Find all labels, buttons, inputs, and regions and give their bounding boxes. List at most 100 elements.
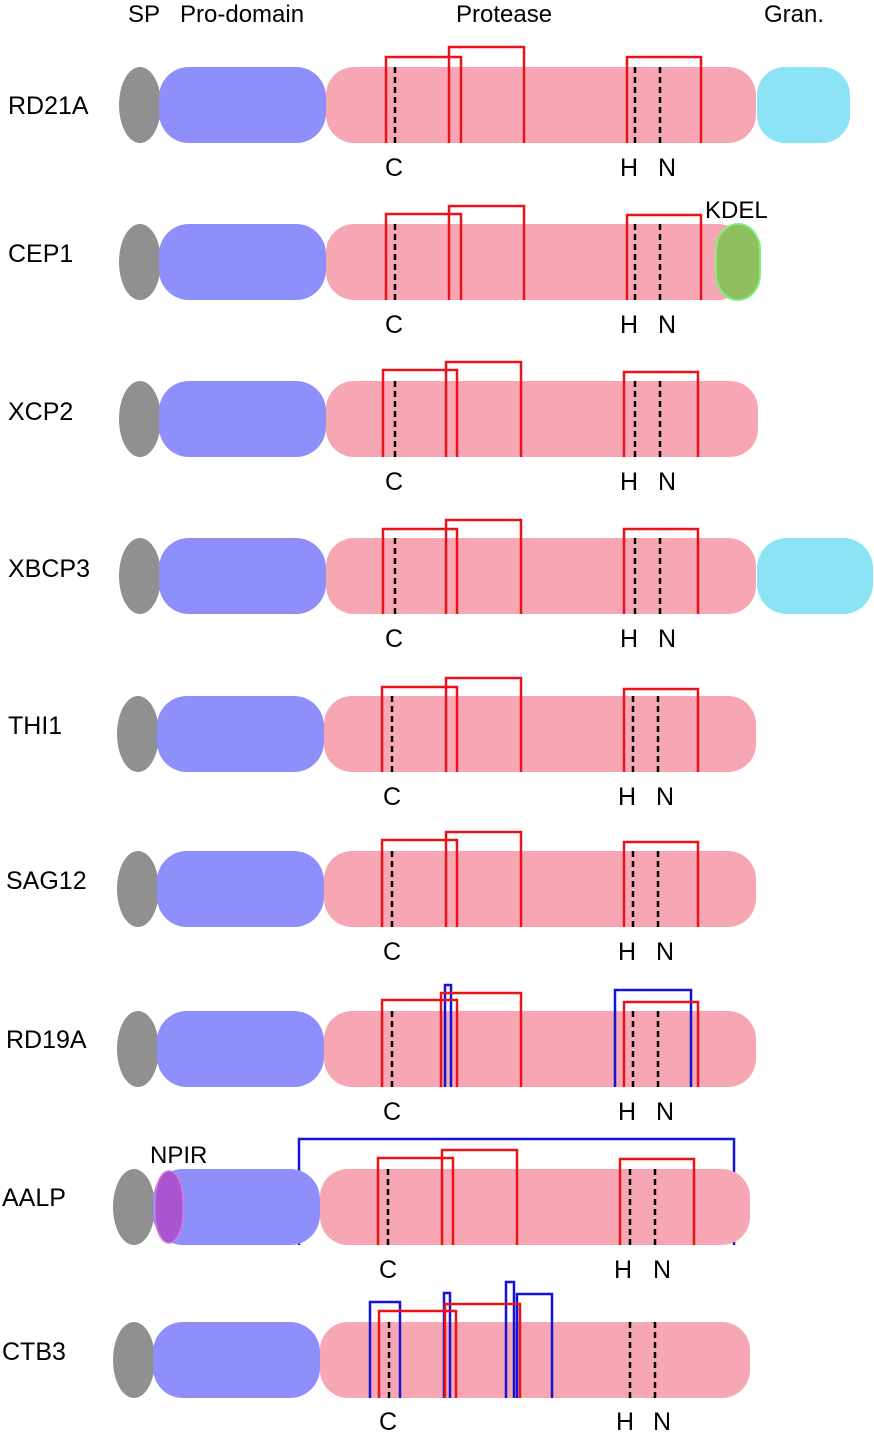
disulfide-bridge: [380, 838, 459, 927]
prodomain: [157, 851, 324, 927]
residue-asn: N: [653, 1256, 671, 1284]
disulfide-bridge: [377, 1309, 458, 1398]
npir-motif: [154, 1170, 184, 1244]
protein-row-cep1: CEP1 KDEL C H N: [8, 197, 768, 339]
residue-cys: C: [385, 154, 403, 182]
disulfide-bridge: [625, 213, 703, 300]
protein-name: XCP2: [8, 398, 73, 426]
residue-cys: C: [385, 625, 403, 653]
disulfide-bridge: [381, 527, 459, 614]
disulfide-bridge: [444, 676, 523, 772]
signal-peptide: [117, 696, 159, 772]
disulfide-bridge: [380, 998, 459, 1087]
residue-his: H: [620, 625, 638, 653]
header-granulin: Gran.: [764, 1, 824, 28]
disulfide-bridge: [447, 45, 526, 143]
residue-asn: N: [658, 468, 676, 496]
active-site-markers: [390, 851, 660, 927]
protease-domain: [320, 1322, 750, 1398]
disulfide-bridges: [380, 676, 700, 772]
residue-cys: C: [383, 783, 401, 811]
active-site-markers: [386, 1169, 657, 1245]
residue-his: H: [620, 311, 638, 339]
protease-domain: [326, 538, 756, 614]
residue-cys: C: [379, 1408, 397, 1434]
disulfide-bridges: [384, 45, 703, 143]
extra-disulfide-bridges: [443, 983, 693, 1087]
disulfide-bridge: [618, 1157, 696, 1245]
header-protease: Protease: [456, 1, 552, 28]
disulfide-bridges: [381, 360, 700, 457]
disulfide-bridge: [443, 1302, 522, 1398]
protein-row-xcp2: XCP2 C H N: [8, 360, 758, 496]
disulfide-bridge: [440, 1148, 519, 1245]
disulfide-bridge: [622, 527, 700, 614]
prodomain: [153, 1322, 320, 1398]
prodomain: [153, 1169, 320, 1245]
signal-peptide: [119, 538, 161, 614]
protein-row-ctb3: CTB3 C H N: [2, 1280, 750, 1434]
residue-asn: N: [653, 1408, 671, 1434]
protein-name: XBCP3: [8, 555, 90, 583]
prodomain: [159, 381, 326, 457]
disulfide-bridges: [377, 1302, 522, 1398]
disulfide-bridge: [447, 204, 526, 300]
disulfide-bridges: [381, 518, 700, 614]
residue-asn: N: [656, 1098, 674, 1126]
disulfide-bridge: [444, 360, 523, 457]
protein-row-rd19a: RD19A C H N: [6, 983, 756, 1126]
residue-cys: C: [383, 938, 401, 966]
disulfide-bridge: [380, 685, 459, 772]
granulin-domain: [757, 538, 873, 614]
signal-peptide: [113, 1169, 155, 1245]
active-site-markers: [387, 1322, 657, 1398]
extra-disulfide-bridge: [368, 1300, 402, 1398]
residue-his: H: [620, 468, 638, 496]
disulfide-bridges: [380, 830, 700, 927]
residue-asn: N: [656, 783, 674, 811]
protein-name: THI1: [8, 712, 62, 740]
disulfide-bridges: [384, 204, 703, 300]
prodomain: [159, 224, 326, 300]
residue-cys: C: [385, 468, 403, 496]
active-site-markers: [390, 696, 660, 772]
protein-row-aalp: AALP NPIR C H N: [2, 1137, 750, 1284]
disulfide-bridge: [376, 1156, 455, 1245]
disulfide-bridges: [380, 991, 700, 1087]
protein-name: AALP: [2, 1184, 66, 1212]
signal-peptide: [119, 224, 161, 300]
protein-name: RD21A: [8, 92, 89, 120]
signal-peptide: [119, 381, 161, 457]
signal-peptide: [119, 67, 161, 143]
residue-asn: N: [656, 938, 674, 966]
active-site-markers: [393, 224, 662, 300]
residue-his: H: [614, 1256, 632, 1284]
extra-disulfide-bridge: [443, 983, 453, 1087]
protein-name: CTB3: [2, 1338, 66, 1366]
disulfide-bridge: [622, 687, 700, 772]
protease-domain: [324, 1011, 756, 1087]
protein-name: CEP1: [8, 240, 73, 268]
prodomain: [159, 538, 326, 614]
residue-asn: N: [658, 154, 676, 182]
protease-domain: [324, 851, 756, 927]
protein-row-rd21a: RD21A C H N: [8, 45, 850, 182]
prodomain: [157, 1011, 324, 1087]
protease-domain: [326, 67, 756, 143]
active-site-markers: [393, 538, 662, 614]
active-site-markers: [393, 67, 662, 143]
disulfide-bridge: [384, 55, 463, 143]
disulfide-bridge: [622, 1000, 700, 1087]
kdel-motif: [715, 223, 761, 301]
residue-asn: N: [658, 311, 676, 339]
residue-his: H: [620, 154, 638, 182]
disulfide-bridge: [622, 370, 700, 457]
residue-his: H: [618, 783, 636, 811]
disulfide-bridge: [381, 368, 459, 457]
disulfide-bridge: [622, 840, 700, 927]
signal-peptide: [117, 851, 159, 927]
disulfide-bridge: [444, 518, 523, 614]
residue-his: H: [618, 1098, 636, 1126]
disulfide-bridges: [376, 1148, 696, 1245]
